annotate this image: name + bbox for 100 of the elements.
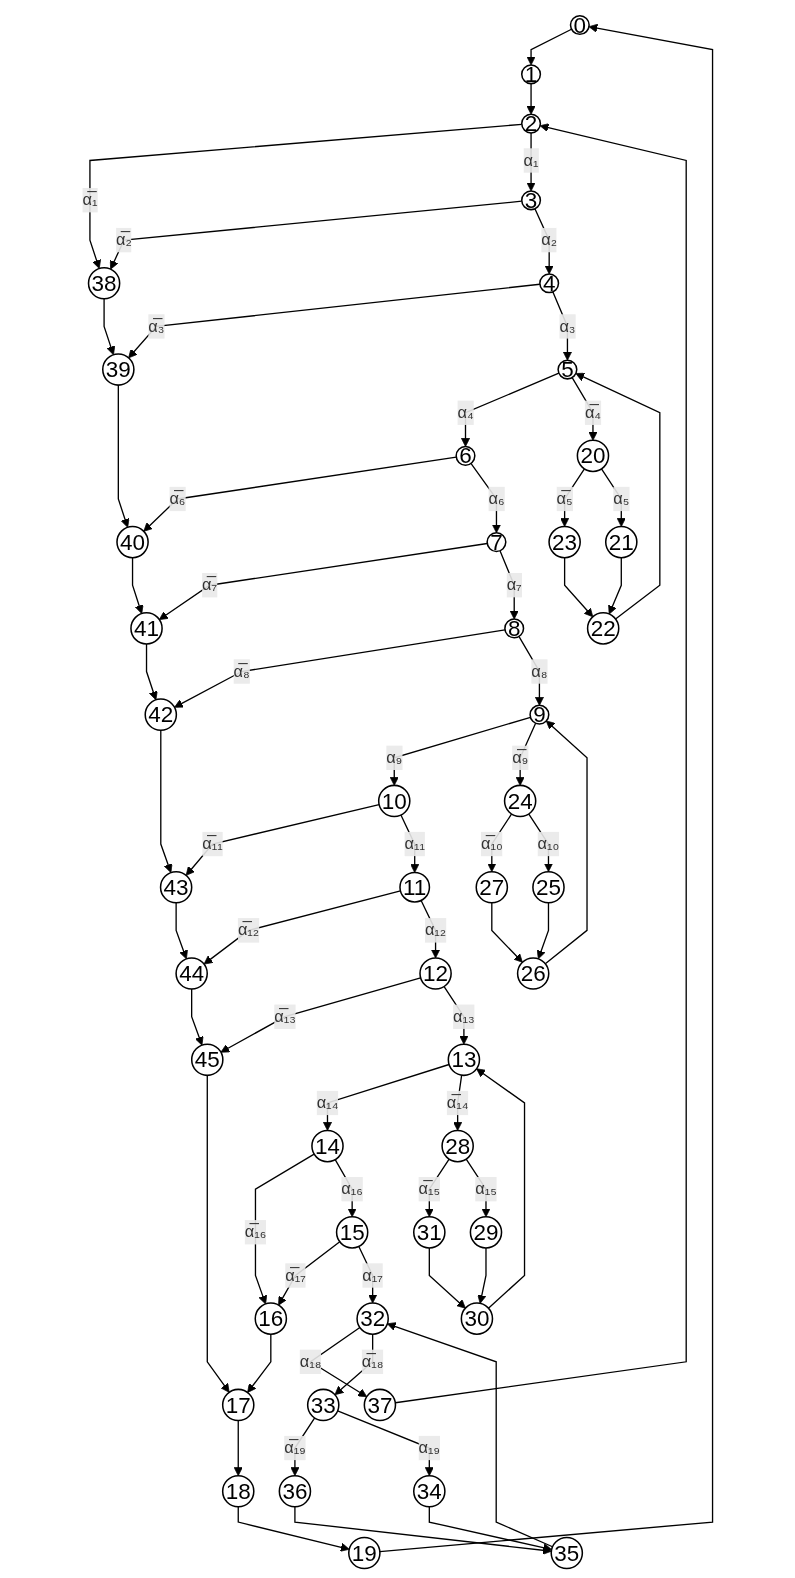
edge-label: α₉	[386, 748, 403, 766]
node-circle: 43	[159, 870, 193, 904]
arrow	[491, 902, 523, 963]
edge-label: α̅₁₉	[284, 1438, 306, 1457]
edge-label: α₄	[457, 403, 474, 421]
edge-label: α̅₇	[202, 576, 218, 594]
node-circle: 18	[221, 1474, 255, 1508]
arrow	[477, 1247, 487, 1304]
arrow	[117, 384, 130, 528]
arrow	[386, 1322, 554, 1548]
edge-label: α̅₁₅	[418, 1180, 441, 1198]
edge-label: α̅₁₇	[285, 1266, 306, 1284]
edge-label: α̅₆	[169, 489, 186, 508]
node-circle: 26	[516, 957, 550, 990]
node-circle: 17	[221, 1388, 255, 1422]
node-circle: 21	[604, 525, 638, 559]
node-circle: 20	[576, 439, 610, 473]
edge-label: α̅₈	[233, 662, 250, 680]
arrow	[158, 542, 488, 620]
node-circle: 10	[377, 784, 411, 818]
arrow	[526, 82, 536, 115]
node-circle: 13	[447, 1043, 481, 1077]
arrow	[278, 1241, 341, 1306]
arrow	[237, 1506, 350, 1552]
node-circle: 14	[311, 1129, 344, 1163]
edge-label: α₁₁	[404, 834, 425, 853]
node-circle: 19	[348, 1536, 381, 1570]
edge-label: α̅₁₁	[202, 834, 223, 853]
arrow	[254, 1153, 315, 1305]
arrow	[174, 629, 506, 708]
node-circle: 4	[539, 273, 560, 294]
node-circle: 16	[254, 1302, 288, 1335]
node-circle: 11	[399, 871, 431, 903]
edge-label: α₇	[506, 576, 522, 594]
edge-label: α̅₂	[116, 230, 132, 249]
node-circle: 32	[356, 1302, 389, 1335]
arrow	[160, 729, 173, 873]
arrow	[191, 988, 204, 1046]
node-circle: 24	[503, 784, 537, 818]
arrow	[143, 456, 457, 532]
arrow	[294, 1506, 552, 1555]
edge-label: α₁₄	[316, 1093, 339, 1112]
node-circle: 28	[441, 1129, 474, 1163]
arrow	[544, 720, 588, 965]
node-circle: 2	[520, 113, 542, 134]
arrow	[206, 1074, 230, 1393]
node-circle: 7	[486, 532, 507, 553]
edge-label: α₁₆	[341, 1180, 363, 1198]
node-circle: 5	[557, 359, 578, 380]
node-circle: 33	[306, 1388, 340, 1422]
node-circle: 40	[116, 525, 149, 559]
node-circle: 23	[548, 525, 581, 559]
arrow	[526, 28, 573, 66]
node-circle: 31	[413, 1216, 446, 1249]
arrow	[233, 1419, 243, 1477]
node-circle: 30	[460, 1302, 494, 1335]
arrow	[185, 803, 380, 876]
edge-label: α̅₁₄	[446, 1093, 469, 1112]
arrow	[563, 557, 594, 618]
node-circle: 36	[278, 1474, 312, 1508]
arrow	[536, 902, 550, 960]
arrow	[428, 1247, 466, 1309]
edge-label: α̅₅	[556, 489, 573, 508]
node-circle: 9	[529, 704, 550, 725]
edge-label: α₆	[488, 489, 505, 508]
edge-label: α₂	[541, 230, 558, 249]
node-circle: 37	[363, 1388, 397, 1422]
edge-label: α̅₁₃	[274, 1007, 296, 1025]
edge-label: α̅₉	[512, 748, 529, 766]
node-circle: 0	[569, 14, 590, 36]
edge-label: α₈	[531, 662, 548, 680]
node-circle: 6	[455, 445, 476, 466]
arrow	[89, 123, 523, 269]
edge-label: α₁₉	[418, 1438, 441, 1457]
arrow	[428, 1506, 552, 1553]
arrow	[128, 283, 541, 359]
node-circle: 44	[175, 957, 208, 990]
node-circle: 38	[87, 266, 121, 300]
arrow	[175, 902, 188, 960]
node-circle: 8	[504, 618, 525, 639]
arrow	[389, 716, 532, 786]
edge-label: α₁₈	[299, 1352, 322, 1370]
node-circle: 22	[586, 612, 620, 645]
edge-label: α₅	[613, 489, 630, 508]
edge-label: α₁₇	[362, 1266, 383, 1284]
edge-label: α̅₁	[82, 191, 98, 209]
arrow	[247, 1333, 272, 1393]
node-circle: 41	[130, 612, 163, 645]
node-circle: 45	[190, 1043, 224, 1077]
arrow	[220, 977, 422, 1053]
edge-label: α₁	[523, 151, 539, 169]
edge-label: α₁₀	[537, 834, 560, 853]
edge-label: α₃	[559, 317, 576, 335]
node-circle: 34	[413, 1474, 446, 1508]
edge-label: α̅₁₀	[480, 834, 503, 853]
node-circle: 29	[469, 1216, 503, 1249]
arrow	[608, 557, 622, 615]
node-circle: 25	[532, 870, 565, 904]
edge-label: α̅₁₆	[244, 1223, 267, 1241]
edge-label: α₁₅	[475, 1180, 497, 1198]
